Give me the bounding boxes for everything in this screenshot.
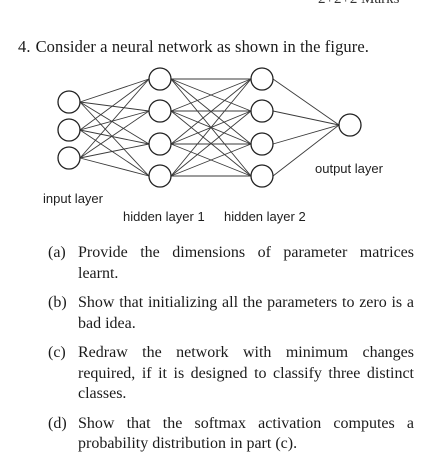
edge-input-1-to-hidden1-3	[79, 129, 150, 177]
edge-input-1-to-hidden1-1	[79, 110, 150, 131]
edge-input-2-to-hidden1-1	[79, 110, 150, 159]
edge-hidden2-3-to-output-0	[272, 124, 340, 177]
edge-input-1-to-hidden1-2	[79, 129, 150, 145]
hidden2-node-1	[250, 67, 274, 91]
output-node-1	[338, 113, 362, 137]
input-node-2	[57, 118, 81, 142]
part-c-text: Redraw the network with minimum changes …	[78, 344, 414, 402]
part-b: (b) Show that initializing all the param…	[48, 293, 414, 334]
edge-hidden1-1-to-hidden2-0	[170, 78, 252, 112]
input-layer-label: input layer	[43, 191, 103, 206]
part-b-label: (b)	[48, 294, 67, 311]
edge-input-0-to-hidden1-1	[79, 101, 150, 112]
edge-hidden2-1-to-output-0	[272, 110, 340, 126]
question-text: Consider a neural network as shown in th…	[35, 37, 370, 56]
hidden-layer-1-label: hidden layer 1	[123, 209, 205, 224]
part-a-text: Provide the dimensions of parameter matr…	[78, 244, 414, 282]
question-number: 4.	[18, 37, 31, 56]
edge-input-2-to-hidden1-2	[79, 143, 150, 159]
neural-network-figure	[57, 67, 362, 188]
edge-input-2-to-hidden1-0	[79, 78, 150, 159]
part-d: (d) Show that the softmax activation com…	[48, 414, 414, 455]
hidden1-node-1	[148, 67, 172, 91]
hidden1-node-2	[148, 99, 172, 123]
question-parts: (a) Provide the dimensions of parameter …	[48, 243, 414, 464]
network-nodes	[57, 67, 362, 188]
edge-hidden1-3-to-hidden2-2	[170, 143, 252, 177]
hidden2-node-2	[250, 99, 274, 123]
input-node-1	[57, 90, 81, 114]
network-edges	[79, 78, 340, 177]
part-c-label: (c)	[48, 344, 66, 361]
edge-hidden1-3-to-hidden2-1	[170, 110, 252, 177]
hidden2-node-4	[250, 164, 274, 188]
part-c: (c) Redraw the network with minimum chan…	[48, 343, 414, 405]
edge-input-0-to-hidden1-0	[79, 78, 150, 103]
part-b-text: Show that initializing all the parameter…	[78, 294, 414, 332]
output-layer-label: output layer	[315, 161, 383, 176]
edge-hidden1-3-to-hidden2-0	[170, 78, 252, 177]
hidden1-node-3	[148, 132, 172, 156]
edge-input-0-to-hidden1-3	[79, 101, 150, 177]
edge-input-1-to-hidden1-0	[79, 78, 150, 131]
part-d-label: (d)	[48, 414, 67, 432]
edge-hidden2-2-to-output-0	[272, 124, 340, 145]
part-a: (a) Provide the dimensions of parameter …	[48, 243, 414, 284]
hidden1-node-4	[148, 164, 172, 188]
part-a-label: (a)	[48, 244, 66, 261]
edge-input-0-to-hidden1-2	[79, 101, 150, 145]
input-node-3	[57, 146, 81, 170]
edge-hidden2-0-to-output-0	[272, 78, 340, 126]
hidden-layer-2-label: hidden layer 2	[224, 209, 306, 224]
marks-header: 2+2+2 Marks	[318, 0, 400, 8]
hidden2-node-3	[250, 132, 274, 156]
part-d-text: Show that the softmax activation compute…	[78, 414, 414, 453]
edge-input-2-to-hidden1-3	[79, 157, 150, 177]
edge-hidden1-2-to-hidden2-0	[170, 78, 252, 145]
question-prompt: 4.Consider a neural network as shown in …	[18, 37, 369, 57]
